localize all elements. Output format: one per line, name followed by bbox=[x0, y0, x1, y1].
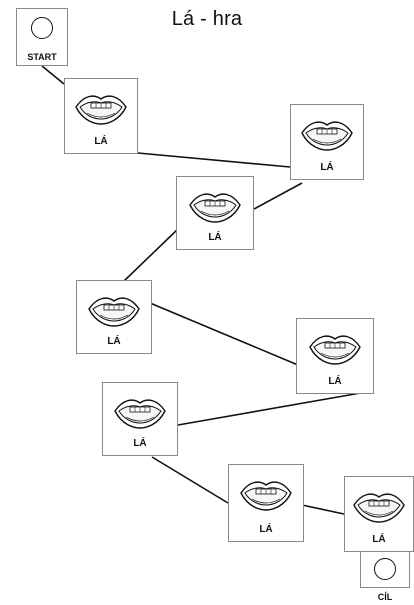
tile-label: LÁ bbox=[372, 534, 386, 545]
finish-label: CÍL bbox=[377, 592, 393, 602]
tile-label: LÁ bbox=[320, 162, 334, 173]
start-label: START bbox=[27, 52, 57, 62]
tile-label: LÁ bbox=[259, 524, 273, 535]
path-line bbox=[177, 390, 373, 426]
mouth-icon bbox=[114, 399, 166, 429]
mouth-icon bbox=[75, 95, 127, 125]
path-line bbox=[301, 504, 345, 515]
path-line bbox=[253, 182, 303, 210]
mouth-tile-5[interactable]: LÁ bbox=[296, 318, 374, 394]
path-line bbox=[41, 65, 65, 85]
mouth-icon bbox=[353, 493, 405, 523]
circle-icon bbox=[374, 558, 396, 580]
mouth-icon bbox=[240, 481, 292, 511]
tile-label: LÁ bbox=[133, 438, 147, 449]
mouth-icon bbox=[301, 121, 353, 151]
mouth-tile-4[interactable]: LÁ bbox=[76, 280, 152, 354]
mouth-tile-7[interactable]: LÁ bbox=[228, 464, 304, 542]
circle-icon bbox=[31, 17, 53, 39]
path-line bbox=[149, 302, 299, 366]
finish-box[interactable] bbox=[360, 552, 410, 588]
path-line bbox=[123, 228, 179, 282]
mouth-icon bbox=[189, 193, 241, 223]
mouth-tile-1[interactable]: LÁ bbox=[64, 78, 138, 154]
mouth-tile-3[interactable]: LÁ bbox=[176, 176, 254, 250]
mouth-tile-2[interactable]: LÁ bbox=[290, 104, 364, 180]
mouth-tile-6[interactable]: LÁ bbox=[102, 382, 178, 456]
path-line bbox=[151, 456, 229, 504]
tile-label: LÁ bbox=[328, 376, 342, 387]
mouth-icon bbox=[309, 335, 361, 365]
start-box[interactable]: START bbox=[16, 8, 68, 66]
mouth-icon bbox=[88, 297, 140, 327]
tile-label: LÁ bbox=[94, 136, 108, 147]
mouth-tile-8[interactable]: LÁ bbox=[344, 476, 414, 552]
path-line bbox=[137, 152, 291, 168]
tile-label: LÁ bbox=[107, 336, 121, 347]
tile-label: LÁ bbox=[208, 232, 222, 243]
page-title: Lá - hra bbox=[171, 8, 243, 30]
